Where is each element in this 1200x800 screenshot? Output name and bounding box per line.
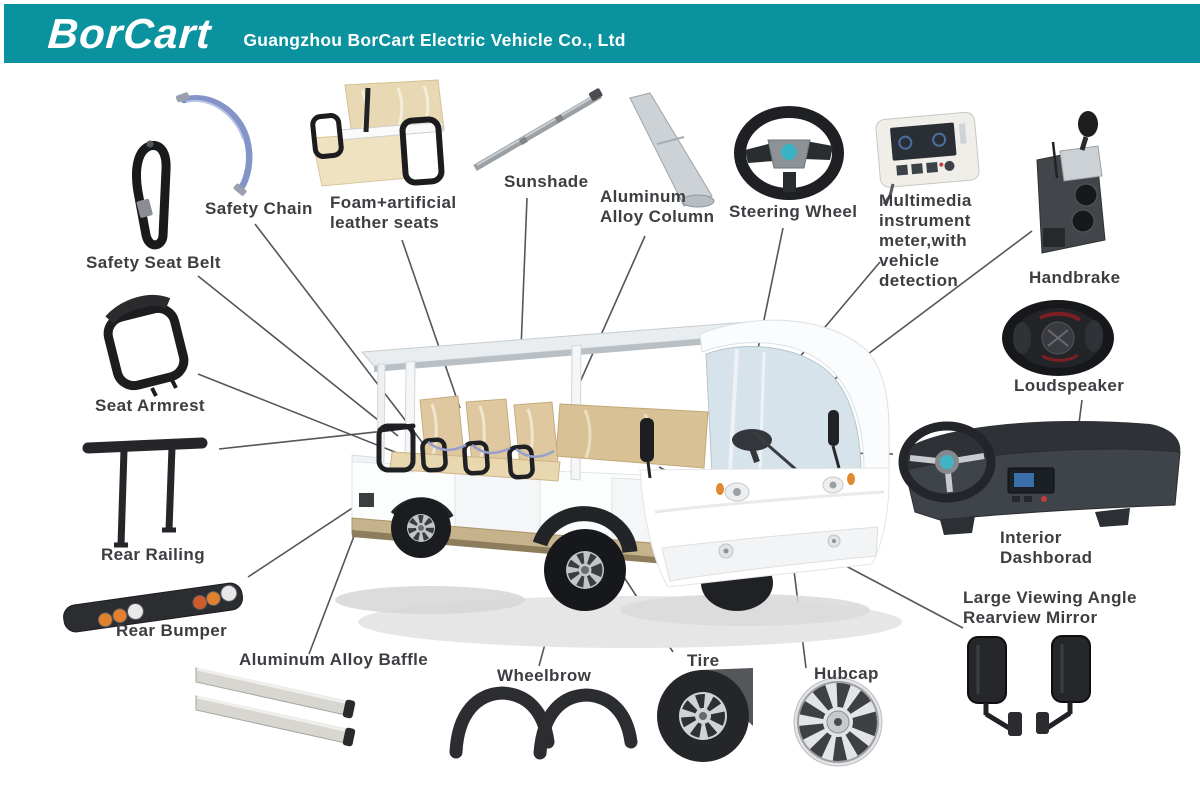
- line-rear-railing: [218, 430, 386, 450]
- line-sunshade: [520, 197, 528, 350]
- label-hubcap: Hubcap: [814, 664, 879, 683]
- line-safety-seat-belt: [197, 275, 399, 437]
- sunshade-image: [473, 88, 603, 172]
- company-name: Guangzhou BorCart Electric Vehicle Co., …: [243, 30, 626, 50]
- column-image: [629, 92, 715, 208]
- label-handbrake: Handbrake: [1029, 268, 1121, 287]
- line-safety-chain: [254, 223, 426, 447]
- header-bar: BorCart Guangzhou BorCart Electric Vehic…: [4, 4, 1200, 63]
- label-dashboard: Interior Dashborad: [1000, 528, 1093, 568]
- label-rear-railing: Rear Railing: [101, 545, 205, 564]
- label-tire: Tire: [687, 651, 720, 670]
- rear-railing-image: [82, 437, 208, 548]
- bus-right-mirror: [828, 410, 839, 446]
- label-seat-armrest: Seat Armrest: [95, 396, 205, 415]
- seat-armrest-image: [103, 294, 189, 397]
- multimedia-image: [875, 111, 980, 188]
- label-mirror: Large Viewing Angle Rearview Mirror: [963, 588, 1137, 628]
- safety-chain-image: [175, 92, 253, 196]
- loudspeaker-image: [1002, 300, 1114, 376]
- multimedia-key: [882, 183, 895, 205]
- handbrake-image: [1036, 111, 1106, 254]
- line-rear-bumper: [247, 498, 367, 578]
- label-wheelbrow: Wheelbrow: [497, 666, 592, 685]
- label-rear-bumper: Rear Bumper: [116, 621, 228, 640]
- baffle-image: [195, 667, 356, 747]
- rear-bumper-image: [63, 582, 244, 633]
- line-seat-armrest: [197, 373, 421, 463]
- line-column: [576, 235, 646, 390]
- steering-wheel-image: [734, 106, 844, 200]
- mirror-image: [967, 635, 1091, 736]
- label-column: Aluminum Alloy Column: [600, 187, 715, 227]
- tire-image: [657, 668, 753, 762]
- wheelbrow-image: [449, 686, 638, 760]
- line-seats: [401, 239, 461, 409]
- label-seats: Foam+artificial leather seats: [330, 193, 457, 233]
- label-baffle: Aluminum Alloy Baffle: [239, 650, 429, 669]
- bus-illustration: [335, 319, 902, 648]
- label-safety-chain: Safety Chain: [205, 199, 313, 218]
- dashboard-image: [898, 421, 1181, 535]
- label-multimedia: Multimedia instrument meter,with vehicle…: [879, 191, 972, 291]
- safety-seat-belt-image: [132, 140, 171, 250]
- hubcap-image: [793, 677, 883, 767]
- label-steering-wheel: Steering Wheel: [729, 202, 858, 221]
- label-sunshade: Sunshade: [504, 172, 589, 191]
- label-loudspeaker: Loudspeaker: [1014, 376, 1125, 395]
- label-safety-seat-belt: Safety Seat Belt: [86, 253, 221, 272]
- bus-left-mirror: [640, 418, 654, 462]
- seats-image: [310, 79, 445, 187]
